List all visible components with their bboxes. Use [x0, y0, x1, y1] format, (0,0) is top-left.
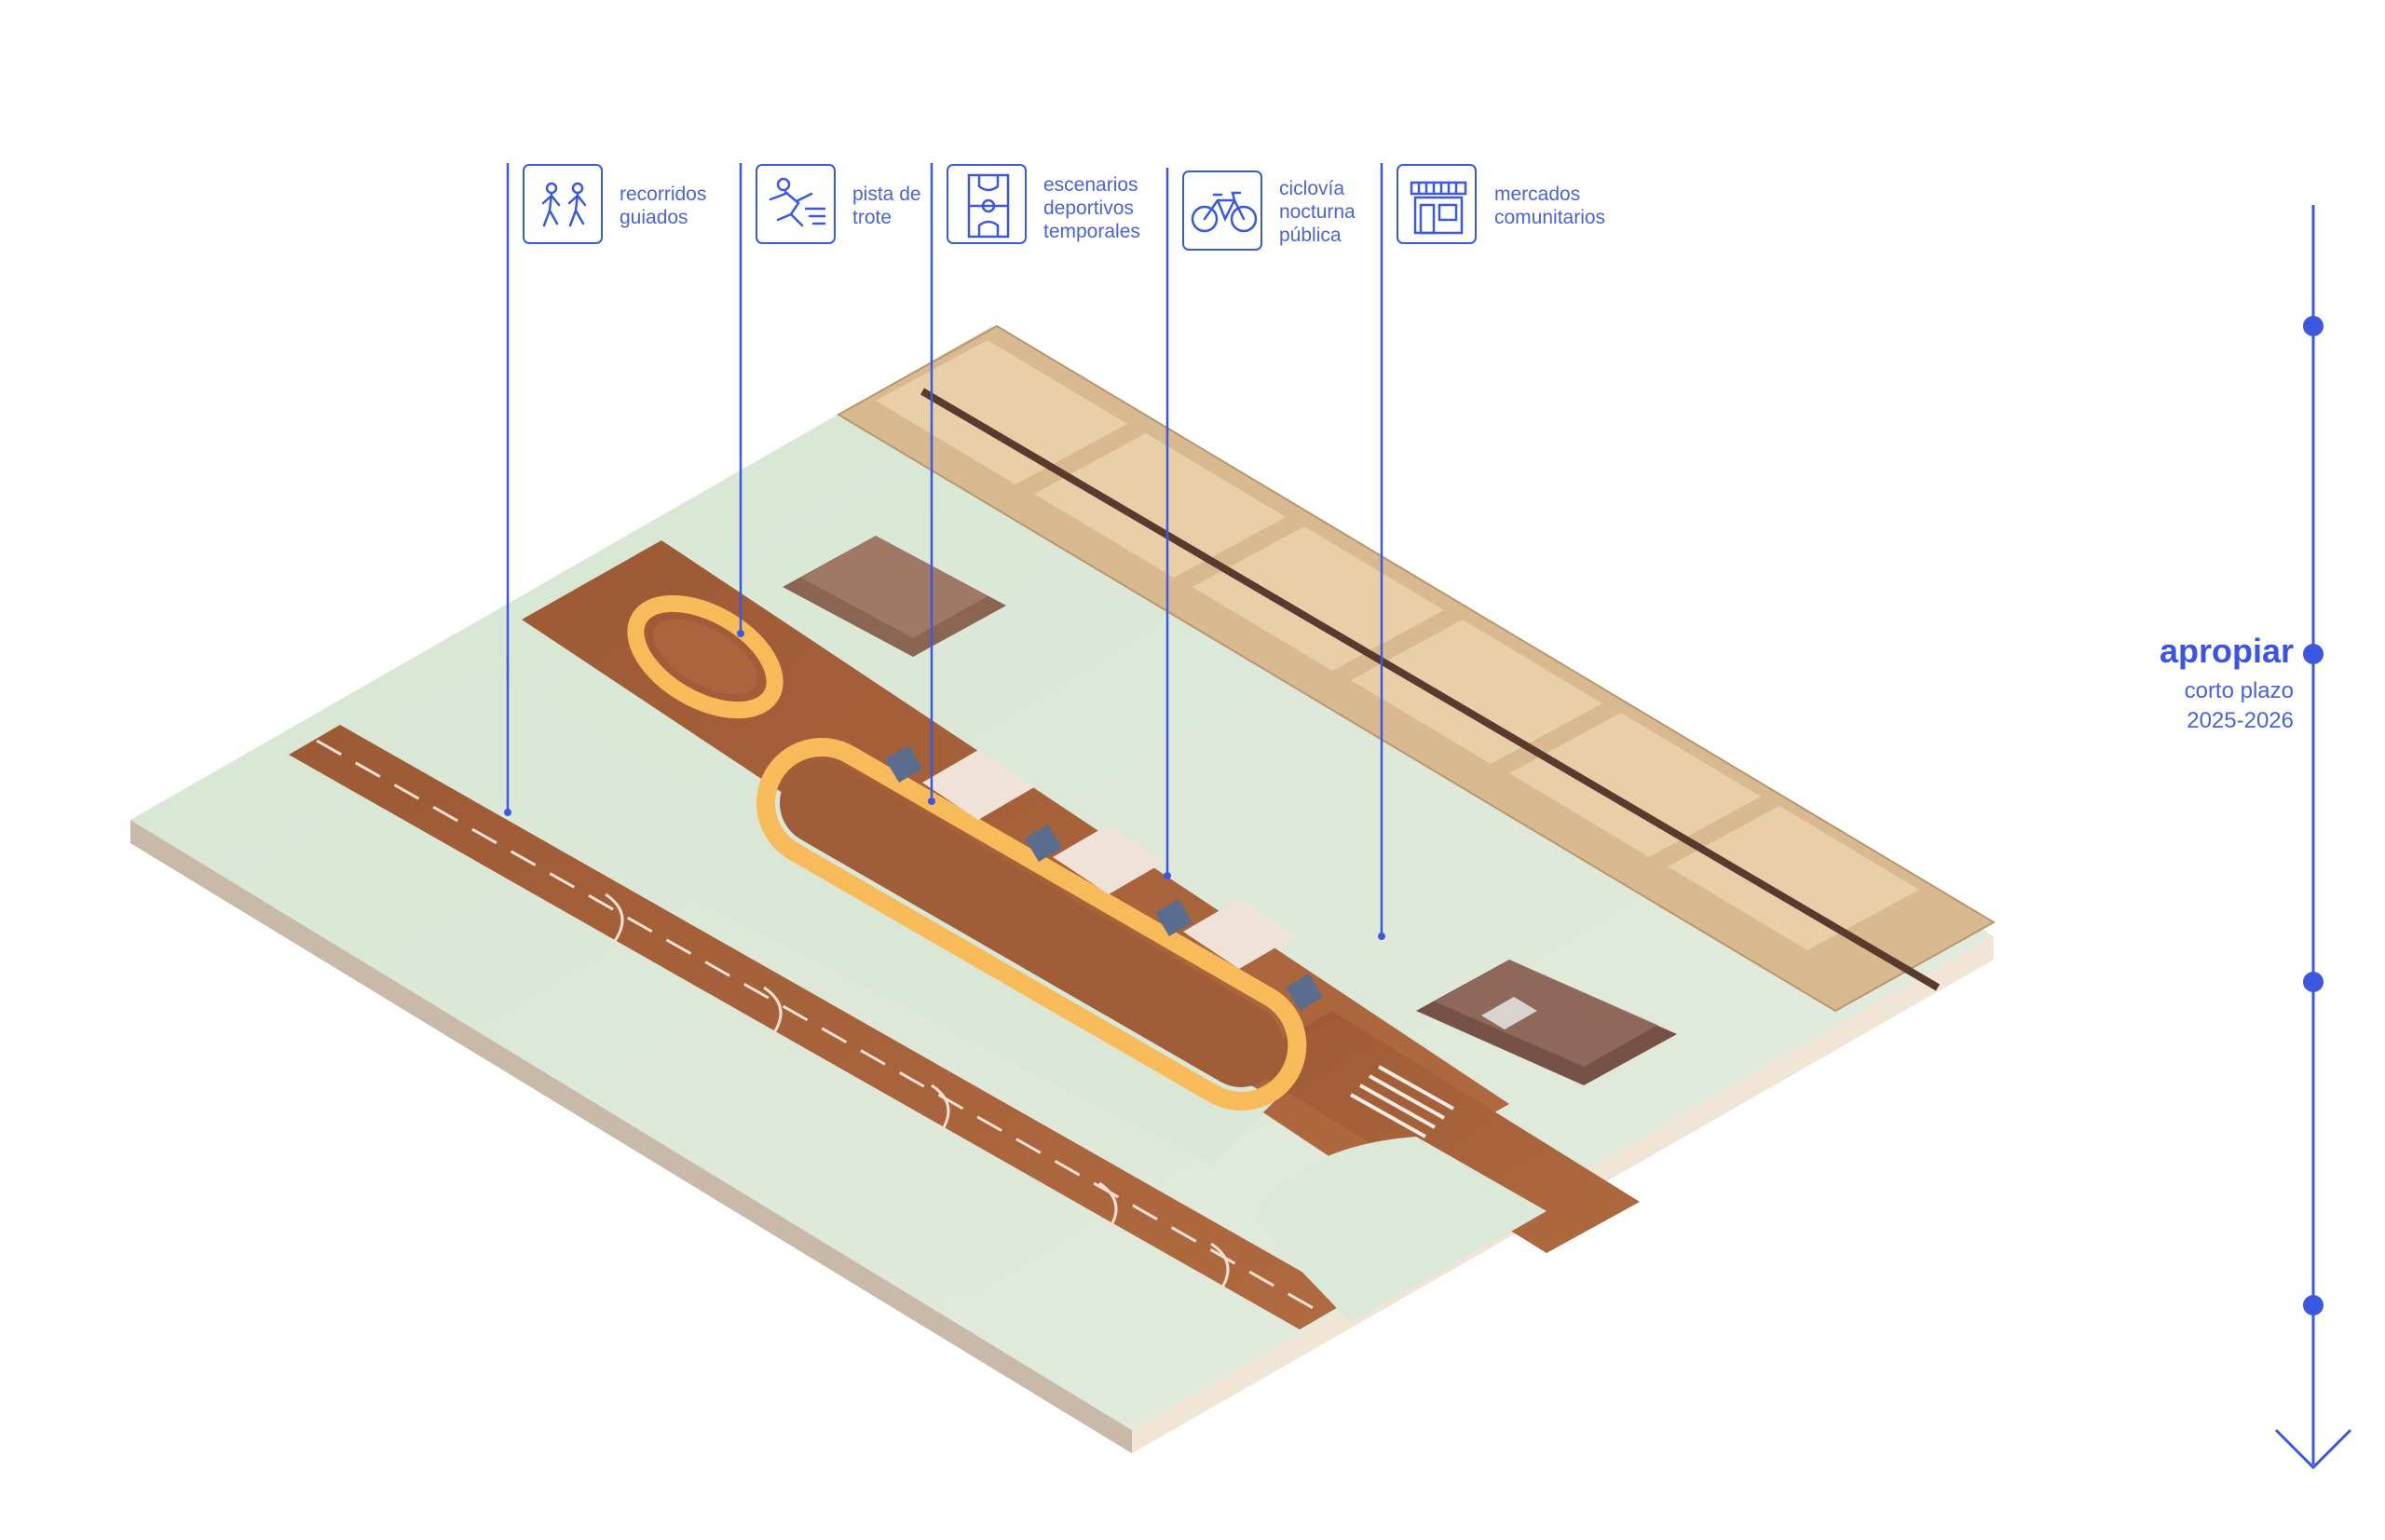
phase-years: 2025-2026	[2187, 708, 2294, 733]
hangar-upper	[783, 536, 1006, 657]
timeline-dot-current[interactable]	[2303, 644, 2324, 664]
leader-lines	[506, 163, 1383, 936]
sport-pads	[922, 750, 1295, 969]
small-track-inner	[653, 619, 757, 695]
timeline-dot-1[interactable]	[2303, 316, 2324, 336]
bicycle-icon	[1182, 170, 1262, 251]
base-left-side	[130, 820, 1132, 1453]
timeline-dot-4[interactable]	[2303, 1295, 2324, 1315]
runway-marks	[605, 893, 1230, 1291]
long-track	[756, 737, 1307, 1111]
lower-grass-curve	[1253, 1137, 1547, 1323]
infield-grass	[368, 666, 1276, 1165]
phase-title: apropiar	[2159, 632, 2294, 670]
sports-court-icon	[947, 164, 1027, 244]
timeline-arrowhead	[2274, 1428, 2352, 1470]
connector-band	[1239, 1011, 1640, 1253]
hangar-lower	[1416, 960, 1677, 1085]
housing-street	[920, 388, 1941, 991]
small-track	[627, 594, 784, 719]
phase-subtitle: corto plazo 2025-2026	[2185, 676, 2294, 736]
timeline-dot-3[interactable]	[2303, 972, 2324, 992]
runner-icon	[756, 164, 836, 244]
phase-term: corto plazo	[2184, 678, 2294, 703]
long-track-infield	[779, 760, 1284, 1087]
walking-people-icon	[523, 164, 603, 244]
runway-centerline	[316, 739, 1324, 1315]
bleachers	[885, 745, 1323, 1011]
market-stall-icon	[1397, 164, 1477, 244]
crosswalk	[1350, 1065, 1454, 1138]
leader-endpoints	[504, 630, 1385, 940]
